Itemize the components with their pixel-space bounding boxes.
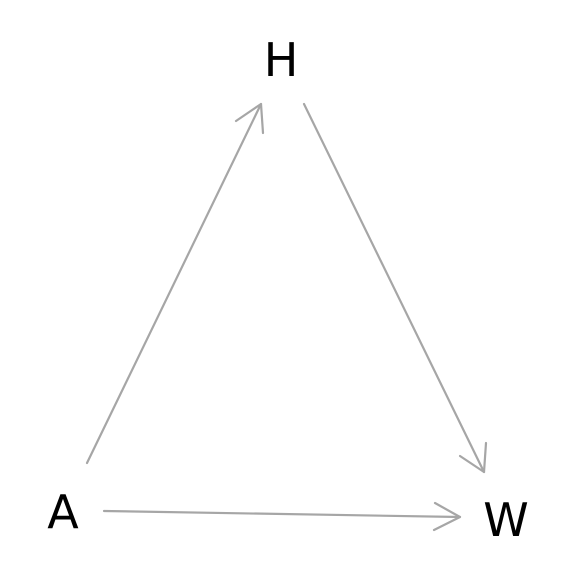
edge-a-to-w-line (102, 509, 462, 519)
edge-a-to-h-line (85, 102, 263, 465)
edge-h-to-w-line (302, 102, 486, 474)
node-a-label: A (47, 485, 79, 539)
node-w-label: W (483, 493, 528, 547)
node-h-label: H (264, 33, 299, 87)
edge-a-to-w-arrowhead (432, 501, 462, 532)
edge-h-to-w-arrowhead (458, 441, 488, 474)
edge-a-to-h (85, 102, 265, 465)
edge-a-to-h-arrowhead (234, 102, 265, 135)
edge-a-to-w (102, 501, 462, 532)
edge-h-to-w (302, 102, 488, 474)
